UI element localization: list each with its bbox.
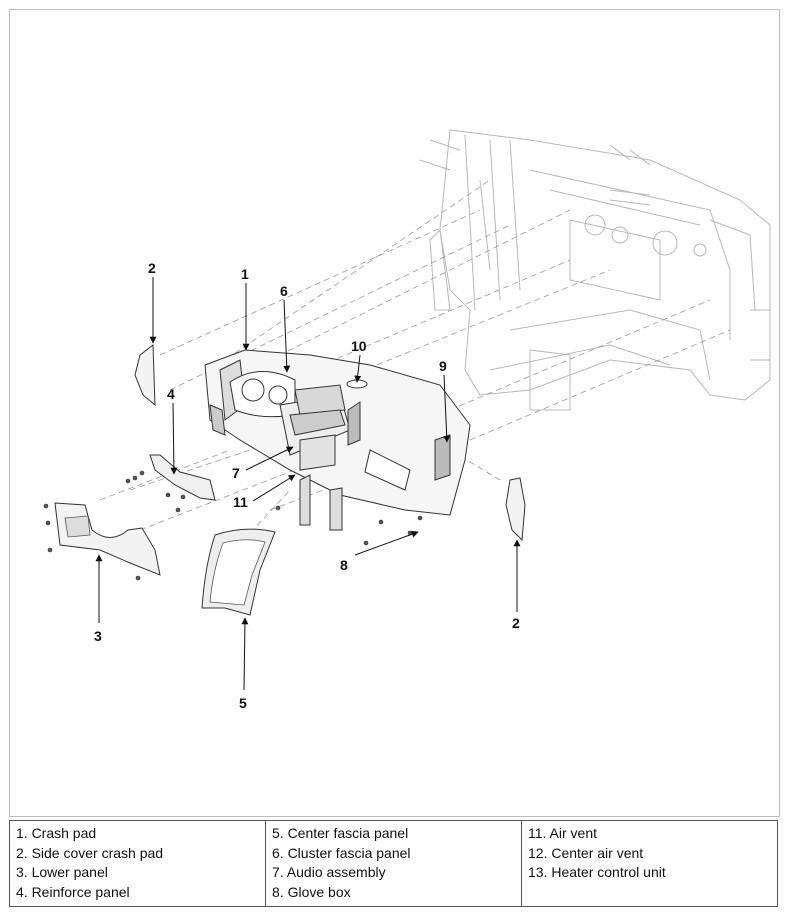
- callout-11: 11: [233, 494, 248, 510]
- callout-2-right: 2: [512, 615, 520, 631]
- reinforce-panel-part: [149, 454, 216, 501]
- legend-item: 5. Center fascia panel: [272, 825, 409, 841]
- vehicle-body-shell: [419, 129, 771, 411]
- legend-item: 4. Reinforce panel: [16, 883, 130, 900]
- legend-item: 6. Cluster fascia panel: [272, 844, 411, 861]
- assembly-guide-lines: [99, 179, 731, 556]
- leader-lines: [95, 277, 521, 691]
- callout-2-left: 2: [148, 260, 156, 276]
- callout-7: 7: [232, 465, 240, 481]
- parts-legend-table: 1. Crash pad 2. Side cover crash pad 3. …: [9, 820, 778, 907]
- exploded-view-diagram: 2 1 6 10 9 4 7 11 8 3 5 2: [43, 129, 771, 711]
- callout-10: 10: [351, 338, 367, 354]
- lower-panel-part: [54, 502, 161, 576]
- legend-item: 11. Air vent: [528, 825, 598, 841]
- callout-1: 1: [241, 266, 249, 282]
- legend-item: 13. Heater control unit: [528, 864, 666, 880]
- screws: [43, 470, 423, 581]
- callout-4: 4: [167, 386, 175, 402]
- crash-pad-part: [204, 349, 471, 531]
- legend-item: 2. Side cover crash pad: [16, 844, 164, 861]
- callout-3: 3: [94, 628, 102, 644]
- legend-item: 3. Lower panel: [16, 864, 108, 880]
- callout-5: 5: [239, 695, 247, 711]
- legend-item: 7. Audio assembly: [272, 864, 386, 880]
- callout-8: 8: [340, 557, 348, 573]
- side-cover-right-part: [505, 477, 526, 542]
- legend-column-3: 11. Air vent 12. Center air vent 13. Hea…: [522, 821, 777, 906]
- legend-item: 8. Glove box: [272, 883, 351, 900]
- diagram-frame: 2 1 6 10 9 4 7 11 8 3 5 2: [9, 9, 780, 817]
- callout-6: 6: [280, 283, 288, 299]
- legend-item: 12. Center air vent: [528, 844, 644, 861]
- legend-item: 1. Crash pad: [16, 825, 97, 841]
- side-cover-left-part: [134, 344, 156, 407]
- legend-column-2: 5. Center fascia panel 6. Cluster fascia…: [266, 821, 522, 906]
- callout-9: 9: [439, 358, 447, 374]
- legend-column-1: 1. Crash pad 2. Side cover crash pad 3. …: [10, 821, 266, 906]
